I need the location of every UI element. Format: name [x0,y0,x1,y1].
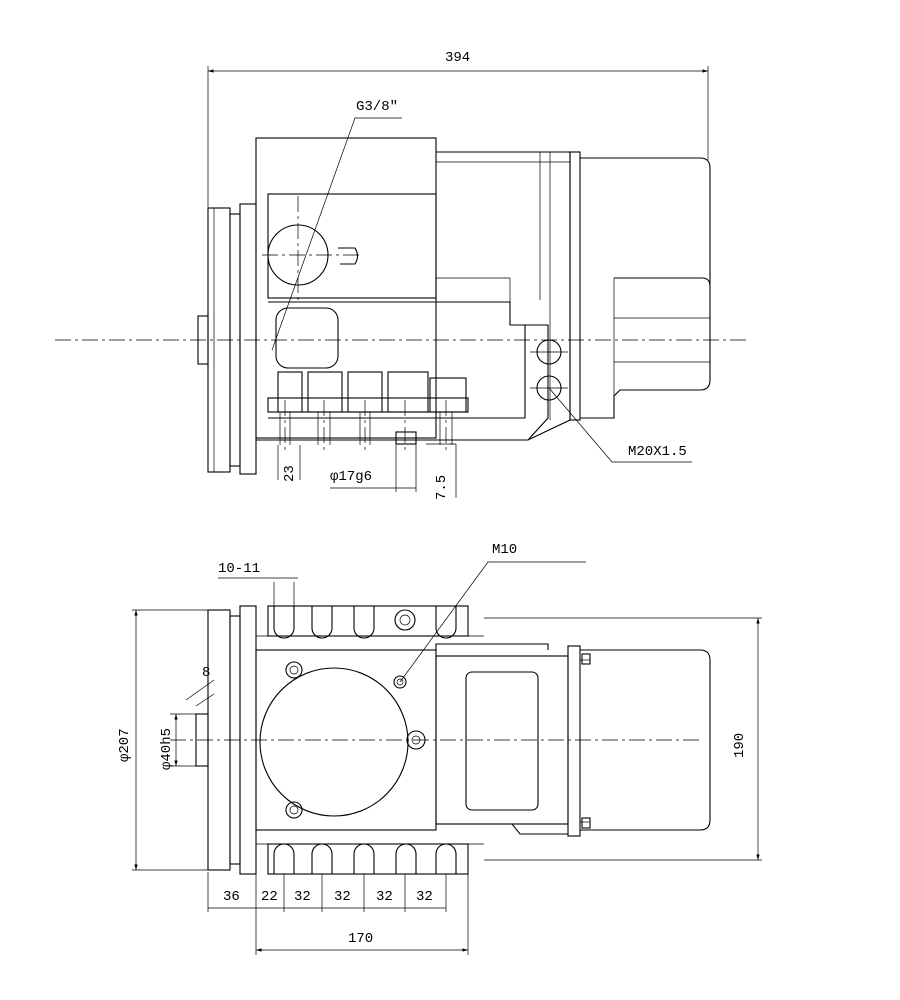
dim-flange-dia: φ207 [117,728,133,762]
motor-housing [569,151,711,421]
dim-23: 23 [282,465,298,482]
bottom-view: 190 φ207 φ40h5 8 10-11 M10 36 [117,542,762,955]
flange-circle [259,667,409,817]
pump-body [255,137,571,441]
dim-overall-length: 394 [445,50,470,66]
mounting-slots-bottom [273,843,457,874]
mounting-slots-top [273,606,457,639]
dim-7-5: 7.5 [434,475,450,500]
dim-chamfer: 8 [202,665,210,681]
dim-36: 36 [223,889,240,905]
dim-32a: 32 [294,889,311,905]
dim-22: 22 [261,889,278,905]
dim-slot: 10-11 [218,561,260,577]
dim-span: 170 [348,931,373,947]
dim-32c: 32 [376,889,393,905]
dim-height: 190 [732,733,748,758]
dim-shaft-fit: φ17g6 [330,469,372,485]
label-bolt: M10 [492,542,517,558]
dim-32b: 32 [334,889,351,905]
dim-32d: 32 [416,889,433,905]
motor-flange [197,203,257,475]
motor-housing-front [567,645,711,837]
dim-spigot: φ40h5 [159,728,175,770]
label-cable-gland: M20X1.5 [628,444,687,460]
bottom-studs [267,371,469,450]
top-view: 394 [55,50,748,500]
label-port-thread: G3/8″ [356,99,398,115]
